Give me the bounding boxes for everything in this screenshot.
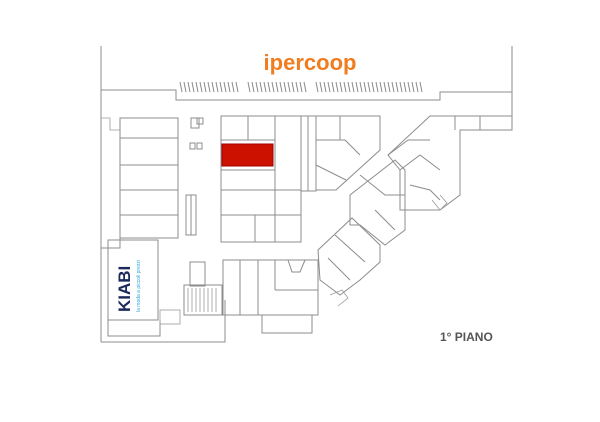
checkout-lane bbox=[207, 81, 211, 93]
checkout-lane bbox=[371, 81, 375, 93]
checkout-lane bbox=[379, 81, 383, 93]
upper-right-store-block bbox=[315, 115, 513, 211]
checkout-lane bbox=[387, 81, 391, 93]
checkout-lane bbox=[275, 81, 279, 93]
checkout-lane bbox=[331, 81, 335, 93]
left-store-block bbox=[101, 117, 181, 337]
checkout-lane bbox=[415, 81, 419, 93]
checkout-lane bbox=[299, 81, 303, 93]
checkout-lane bbox=[403, 81, 407, 93]
checkout-lane bbox=[411, 81, 415, 93]
checkout-lane bbox=[359, 81, 363, 93]
checkout-lane bbox=[259, 81, 263, 93]
checkout-lane bbox=[315, 81, 319, 93]
svg-text:la moda a piccoli prezzi: la moda a piccoli prezzi bbox=[136, 260, 142, 312]
checkout-lane bbox=[335, 81, 339, 93]
checkout-lane bbox=[235, 81, 239, 93]
ipercoop-logo: ipercoop bbox=[264, 50, 357, 75]
checkout-lane bbox=[287, 81, 291, 93]
checkout-lane bbox=[319, 81, 323, 93]
lower-store-block bbox=[222, 259, 319, 334]
checkout-lane bbox=[187, 81, 191, 93]
diagonal-store-block bbox=[317, 159, 406, 307]
checkout-lane bbox=[251, 81, 255, 93]
checkout-lane bbox=[419, 81, 423, 93]
checkout-lane bbox=[191, 81, 195, 93]
checkout-lane bbox=[383, 81, 387, 93]
checkout-lane bbox=[355, 81, 359, 93]
checkout-lane bbox=[343, 81, 347, 93]
checkout-lane bbox=[199, 81, 203, 93]
escalator-icon bbox=[185, 194, 197, 236]
checkout-lane bbox=[263, 81, 267, 93]
checkout-lane bbox=[303, 81, 307, 93]
checkout-lane bbox=[223, 81, 227, 93]
checkout-lane bbox=[295, 81, 299, 93]
checkout-lane bbox=[183, 81, 187, 93]
checkout-lane bbox=[291, 81, 295, 93]
checkout-lane bbox=[327, 81, 331, 93]
checkout-lane bbox=[179, 81, 183, 93]
checkout-lane bbox=[347, 81, 351, 93]
checkout-lane bbox=[255, 81, 259, 93]
svg-text:KIABI: KIABI bbox=[115, 266, 134, 312]
checkout-lane bbox=[283, 81, 287, 93]
highlighted-store[interactable] bbox=[221, 143, 274, 167]
checkout-strip bbox=[179, 81, 423, 93]
checkout-lane bbox=[219, 81, 223, 93]
elevator-icon bbox=[190, 117, 204, 129]
checkout-lane bbox=[267, 81, 271, 93]
checkout-lane bbox=[227, 81, 231, 93]
checkout-lane bbox=[215, 81, 219, 93]
checkout-lane bbox=[203, 81, 207, 93]
checkout-lane bbox=[231, 81, 235, 93]
checkout-lane bbox=[367, 81, 371, 93]
checkout-lane bbox=[323, 81, 327, 93]
kiabi-logo: KIABI la moda a piccoli prezzi bbox=[115, 260, 142, 312]
checkout-lane bbox=[247, 81, 251, 93]
central-store-block bbox=[220, 115, 317, 243]
checkout-lane bbox=[407, 81, 411, 93]
stairs-icon bbox=[189, 142, 203, 150]
building-outline bbox=[100, 46, 513, 343]
checkout-lane bbox=[339, 81, 343, 93]
checkout-lane bbox=[211, 81, 215, 93]
checkout-lane bbox=[271, 81, 275, 93]
checkout-lane bbox=[195, 81, 199, 93]
checkout-lane bbox=[375, 81, 379, 93]
floor-label: 1° PIANO bbox=[440, 330, 493, 344]
checkout-lane bbox=[279, 81, 283, 93]
checkout-lane bbox=[395, 81, 399, 93]
checkout-lane bbox=[399, 81, 403, 93]
checkout-lane bbox=[363, 81, 367, 93]
escalator-icon bbox=[183, 284, 223, 316]
checkout-lane bbox=[391, 81, 395, 93]
checkout-lane bbox=[351, 81, 355, 93]
